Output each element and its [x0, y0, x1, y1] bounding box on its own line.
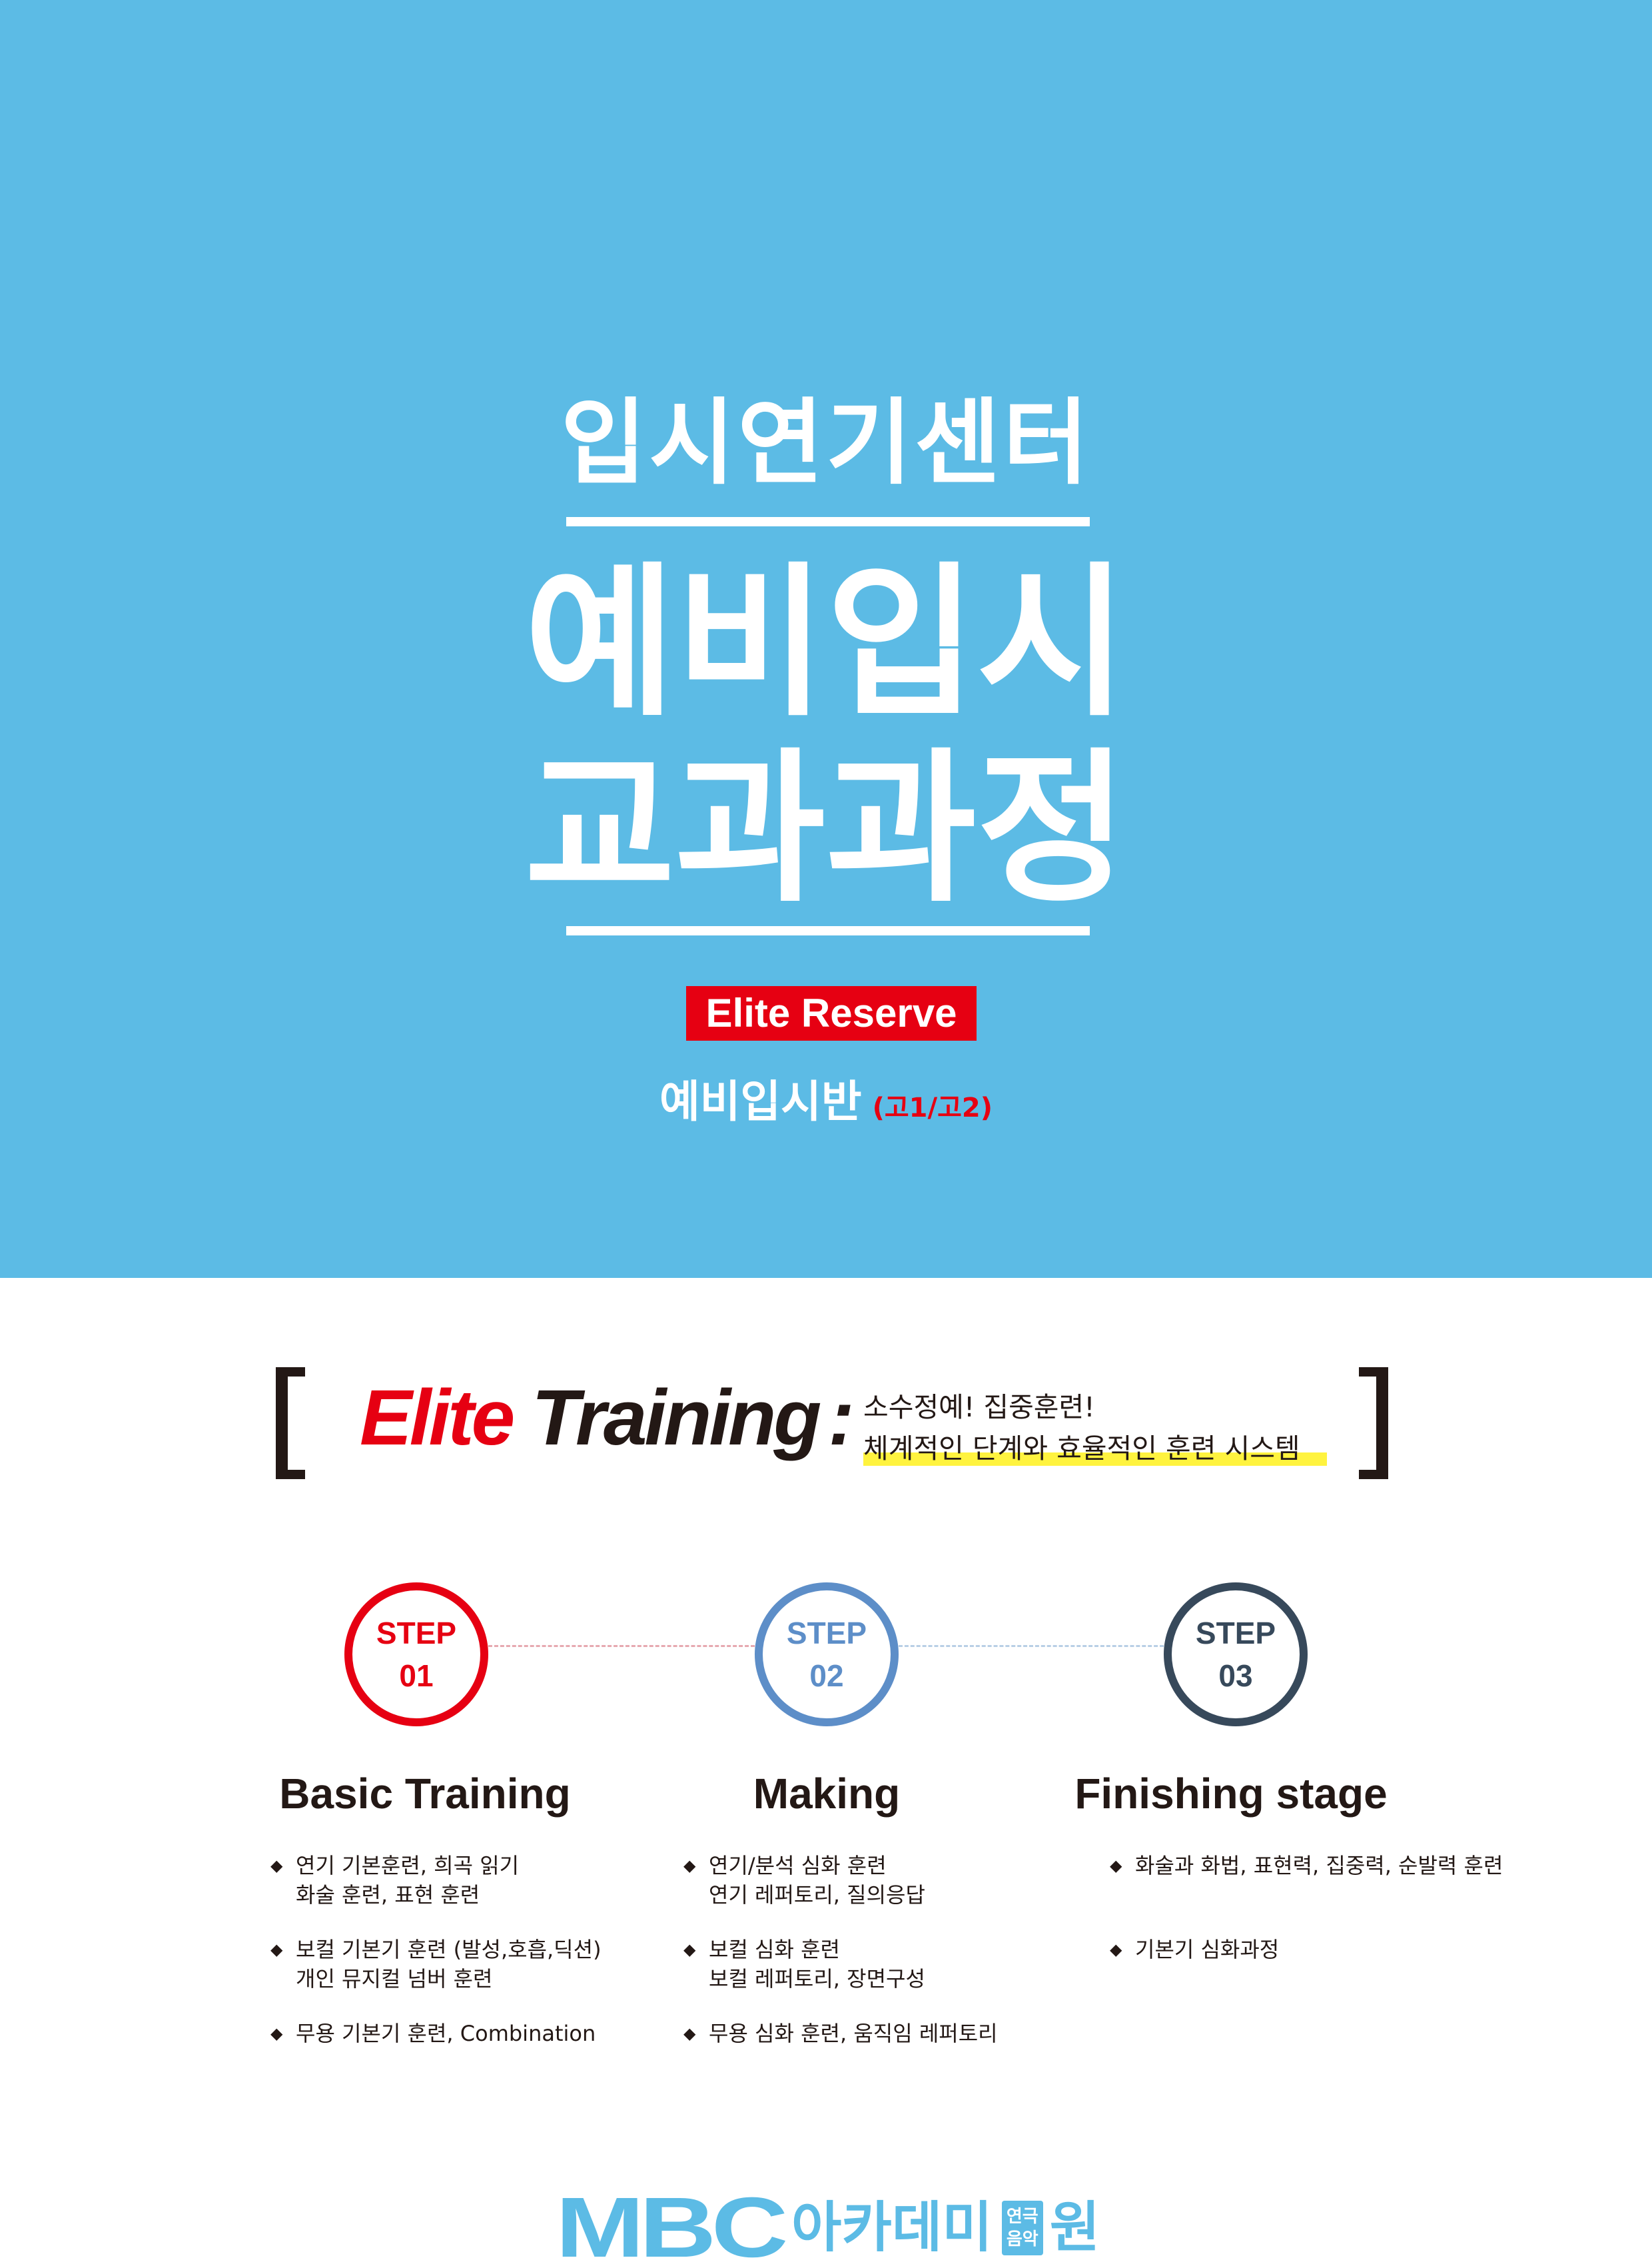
- step-03-title: Finishing stage: [1074, 1770, 1388, 1818]
- class-name: 예비입시반 (고1/고2): [0, 1066, 1652, 1130]
- diamond-bullet-icon: ◆: [270, 2024, 283, 2043]
- step-03-list: ◆ 화술과 화법, 표현력, 집중력, 순발력 훈련 ◆ 기본기 심화과정: [1110, 1851, 1503, 1964]
- logo-sub-top: 연극: [1006, 2207, 1038, 2227]
- step-01-circle: STEP 01: [344, 1582, 488, 1726]
- step-label: STEP: [786, 1616, 867, 1650]
- hero-divider-top: [566, 517, 1090, 526]
- list-item: ◆ 연기 기본훈련, 희곡 읽기 화술 훈련, 표현 훈련: [270, 1851, 602, 1910]
- tagline-highlight: [863, 1452, 1327, 1466]
- step-01-title: Basic Training: [279, 1770, 571, 1818]
- step-connector-1: [488, 1645, 755, 1647]
- step-number: 03: [1218, 1658, 1253, 1693]
- hero-banner: 입시연기센터 예비입시 교과과정 Elite Reserve 예비입시반 (고1/…: [0, 0, 1652, 1278]
- left-bracket: [276, 1367, 305, 1479]
- diamond-bullet-icon: ◆: [683, 1856, 696, 1875]
- tagline-line1: 소수정예! 집중훈련!: [863, 1391, 1095, 1423]
- list-item-text: 연기 기본훈련, 희곡 읽기: [296, 1853, 520, 1878]
- diamond-bullet-icon: ◆: [683, 2024, 696, 2043]
- list-item-text: 개인 뮤지컬 넘버 훈련: [296, 1966, 493, 1991]
- step-label: STEP: [376, 1616, 457, 1650]
- step-02-list: ◆ 연기/분석 심화 훈련 연기 레퍼토리, 질의응답 ◆ 보컬 심화 훈련 보…: [683, 1851, 998, 2048]
- hero-subtitle: 입시연기센터: [560, 389, 1092, 498]
- list-item: ◆ 무용 기본기 훈련, Combination: [270, 2019, 602, 2048]
- list-item-text: 화술과 화법, 표현력, 집중력, 순발력 훈련: [1135, 1853, 1503, 1878]
- tagline-line2: 체계적인 단계와 효율적인 훈련 시스템: [863, 1432, 1300, 1464]
- list-item-text: 연기/분석 심화 훈련: [709, 1853, 887, 1878]
- list-item-text: 보컬 기본기 훈련 (발성,호흡,딕션): [296, 1937, 602, 1962]
- elite-reserve-badge: Elite Reserve: [686, 986, 977, 1041]
- mbc-academy-logo: MBC 아카데미 연극 음악 원: [556, 2180, 1100, 2260]
- class-grade: (고1/고2): [872, 1093, 993, 1123]
- list-item-text: 연기 레퍼토리, 질의응답: [709, 1882, 925, 1908]
- step-02-title: Making: [753, 1770, 901, 1818]
- hero-title-line2: 교과과정: [524, 734, 1128, 925]
- list-item-text: 무용 기본기 훈련, Combination: [296, 2021, 596, 2046]
- list-item-text: 보컬 레퍼토리, 장면구성: [709, 1966, 925, 1991]
- logo-suffix: 원: [1049, 2196, 1100, 2259]
- step-01-list: ◆ 연기 기본훈련, 희곡 읽기 화술 훈련, 표현 훈련 ◆ 보컬 기본기 훈…: [270, 1851, 602, 2048]
- class-name-main: 예비입시반: [659, 1076, 862, 1127]
- hero-divider-bottom: [566, 926, 1090, 935]
- headline-colon: :: [828, 1374, 854, 1462]
- step-03-circle: STEP 03: [1164, 1582, 1308, 1726]
- list-item: ◆ 기본기 심화과정: [1110, 1935, 1503, 1964]
- list-item: ◆ 화술과 화법, 표현력, 집중력, 순발력 훈련: [1110, 1851, 1503, 1880]
- logo-brand: MBC: [556, 2180, 788, 2260]
- list-item-text: 기본기 심화과정: [1135, 1937, 1280, 1962]
- elite-training-headline: Elite Training:: [360, 1371, 855, 1464]
- step-number: 01: [399, 1658, 434, 1693]
- logo-sub-bottom: 음악: [1006, 2229, 1038, 2249]
- list-item-text: 보컬 심화 훈련: [709, 1937, 840, 1962]
- list-item-text: 무용 심화 훈련, 움직임 레퍼토리: [709, 2021, 998, 2046]
- diamond-bullet-icon: ◆: [1110, 1940, 1122, 1959]
- diamond-bullet-icon: ◆: [270, 1940, 283, 1959]
- list-item: ◆ 무용 심화 훈련, 움직임 레퍼토리: [683, 2019, 998, 2048]
- list-item: ◆ 연기/분석 심화 훈련 연기 레퍼토리, 질의응답: [683, 1851, 998, 1910]
- list-item: ◆ 보컬 심화 훈련 보컬 레퍼토리, 장면구성: [683, 1935, 998, 1993]
- diamond-bullet-icon: ◆: [683, 1940, 696, 1959]
- headline-training: Training: [532, 1374, 821, 1462]
- step-connector-2: [899, 1645, 1164, 1647]
- step-number: 02: [809, 1658, 844, 1693]
- logo-subtitle-box: 연극 음악: [1001, 2201, 1043, 2255]
- step-02-circle: STEP 02: [755, 1582, 899, 1726]
- logo-academy: 아카데미: [791, 2196, 993, 2259]
- diamond-bullet-icon: ◆: [1110, 1856, 1122, 1875]
- diamond-bullet-icon: ◆: [270, 1856, 283, 1875]
- list-item-text: 화술 훈련, 표현 훈련: [296, 1882, 480, 1908]
- headline-elite: Elite: [360, 1374, 515, 1462]
- right-bracket: [1359, 1367, 1388, 1479]
- hero-title-line1: 예비입시: [524, 548, 1128, 739]
- step-label: STEP: [1195, 1616, 1276, 1650]
- list-item: ◆ 보컬 기본기 훈련 (발성,호흡,딕션) 개인 뮤지컬 넘버 훈련: [270, 1935, 602, 1993]
